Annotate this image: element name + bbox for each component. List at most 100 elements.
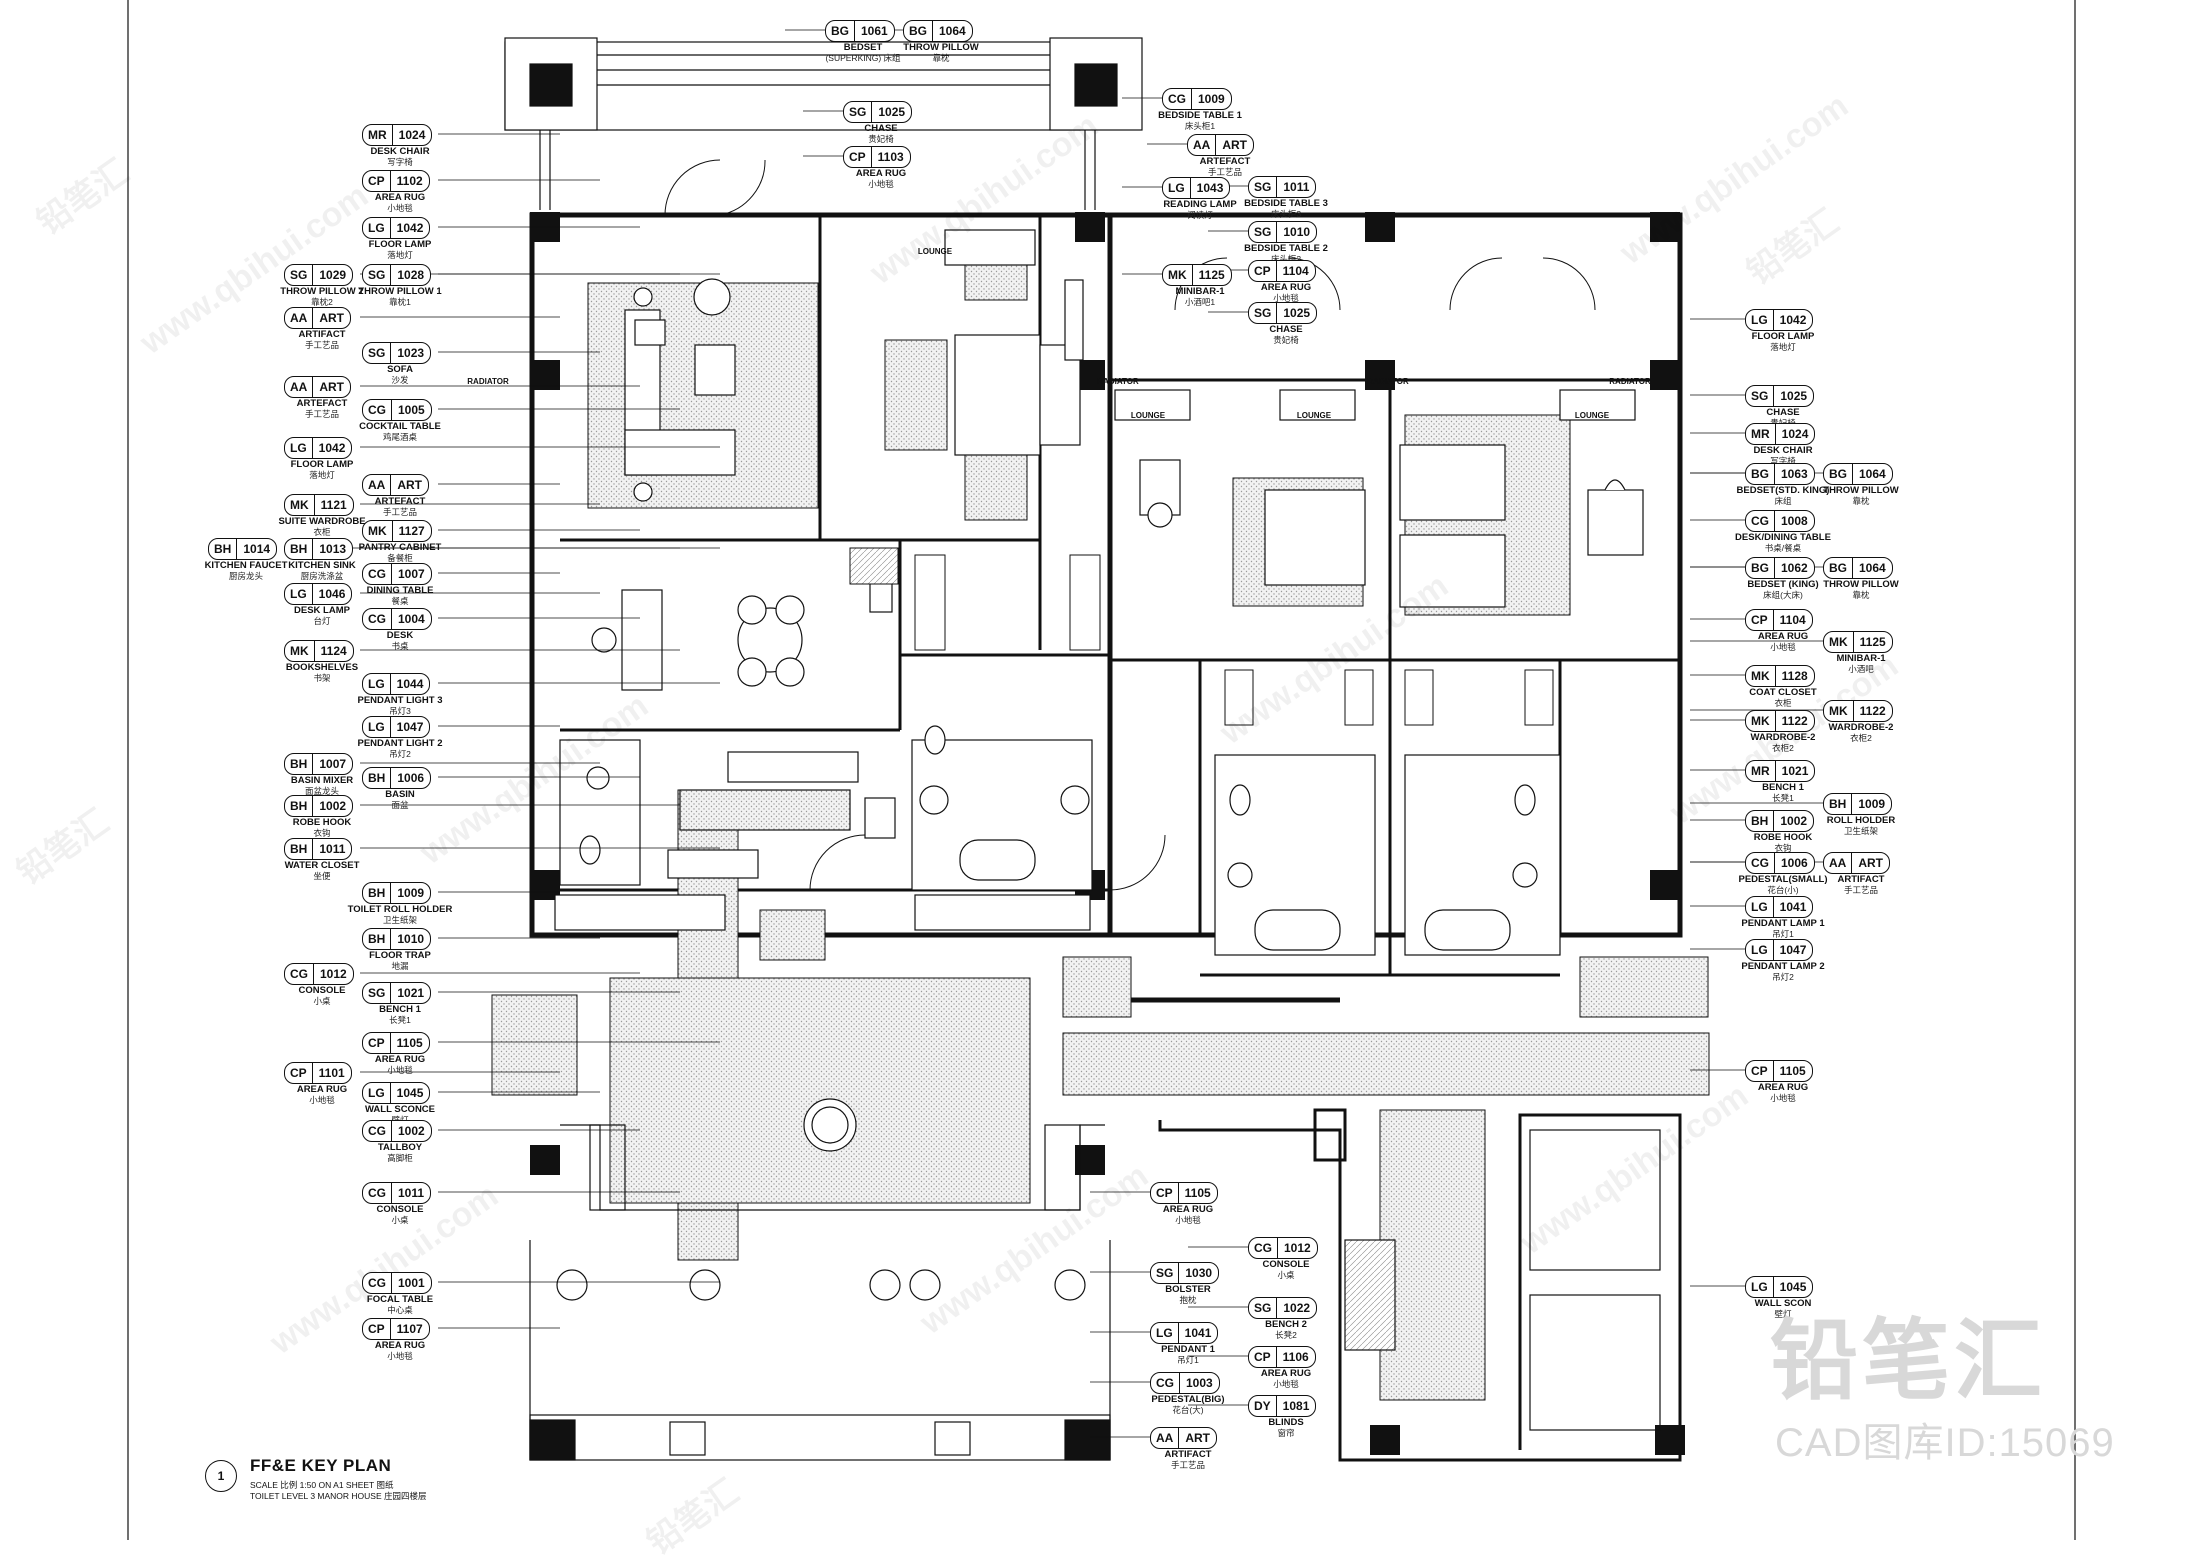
ffe-tag-cp-1105: CP 1105 (362, 1032, 430, 1054)
tag-label: CONSOLE (298, 985, 346, 996)
tag-label: BASIN (385, 789, 415, 800)
tag-label: ARTIFACT (298, 329, 346, 340)
tag-label-cn: 手工艺品 (304, 340, 339, 350)
tag-label-cn: 花台(小) (1767, 885, 1799, 895)
brand-watermark: 铅笔汇 (1770, 1309, 2047, 1412)
tag-caption: BEDSET (KING)床组(大床) (1747, 579, 1818, 601)
tag-number: 1105 (396, 1036, 423, 1050)
tag-label-cn: 靠枕 (1852, 590, 1870, 600)
tag-label: AREA RUG (1162, 1204, 1214, 1215)
tag-number: 1009 (1858, 797, 1886, 811)
tag-label-cn: 吊灯2 (1772, 972, 1794, 982)
tag-number: 1009 (1198, 92, 1225, 106)
tag-number: 1002 (319, 799, 347, 813)
tag-pill: SG 1028 (362, 264, 432, 286)
tag-number: 1025 (1780, 389, 1808, 403)
tag-label: PENDANT LAMP 1 (1741, 918, 1825, 929)
tag-label-cn: 床头柜2 (1270, 254, 1302, 264)
tag-number: 1010 (397, 932, 425, 946)
tag-label-cn: 落地灯 (387, 250, 413, 260)
tag-label: BOOKSHELVES (285, 662, 359, 673)
tag-label: AREA RUG (855, 168, 907, 179)
kitchen (667, 751, 896, 879)
tag-label-cn: 小桌 (313, 996, 331, 1006)
tag-number: 1104 (1282, 264, 1309, 278)
tag-code: LG (363, 1083, 391, 1103)
tag-label-cn: 台灯 (313, 616, 331, 626)
tag-label: AREA RUG (374, 192, 426, 203)
room-label: RADIATOR (1097, 377, 1139, 386)
tag-number: 1041 (1184, 1326, 1212, 1340)
tag-code: CP (363, 1319, 391, 1339)
tag-label-cn: 卫生纸架 (382, 915, 417, 925)
tag-label: BENCH 2 (1265, 1319, 1307, 1330)
tag-number: 1028 (397, 268, 425, 282)
tag-code: SG (363, 265, 392, 285)
tag-label: DESK CHAIR (370, 146, 430, 157)
tag-label: THROW PILLOW (1823, 485, 1899, 496)
tag-label: KITCHEN SINK (288, 560, 356, 571)
tag-code: SG (363, 983, 392, 1003)
tag-label-cn: 卫生纸架 (1843, 826, 1878, 836)
tag-label: AREA RUG (1757, 631, 1809, 642)
tag-label: CHASE (864, 123, 898, 134)
tag-label-cn: 长凳2 (1275, 1330, 1297, 1340)
tag-number: 1001 (398, 1276, 425, 1290)
tag-number: 1061 (861, 24, 888, 38)
tag-label: ARTIFACT (1837, 874, 1885, 885)
tag-code: CP (363, 1033, 391, 1053)
tag-number: ART (1858, 856, 1884, 870)
lower-lounge (529, 1098, 1111, 1461)
tag-label-cn: 衣柜 (1774, 698, 1792, 708)
tag-code: CG (1746, 853, 1775, 873)
tag-code: CP (1746, 1061, 1774, 1081)
tag-code: MR (363, 125, 393, 145)
tag-number: 1009 (397, 886, 425, 900)
tag-code: BG (1746, 558, 1775, 578)
